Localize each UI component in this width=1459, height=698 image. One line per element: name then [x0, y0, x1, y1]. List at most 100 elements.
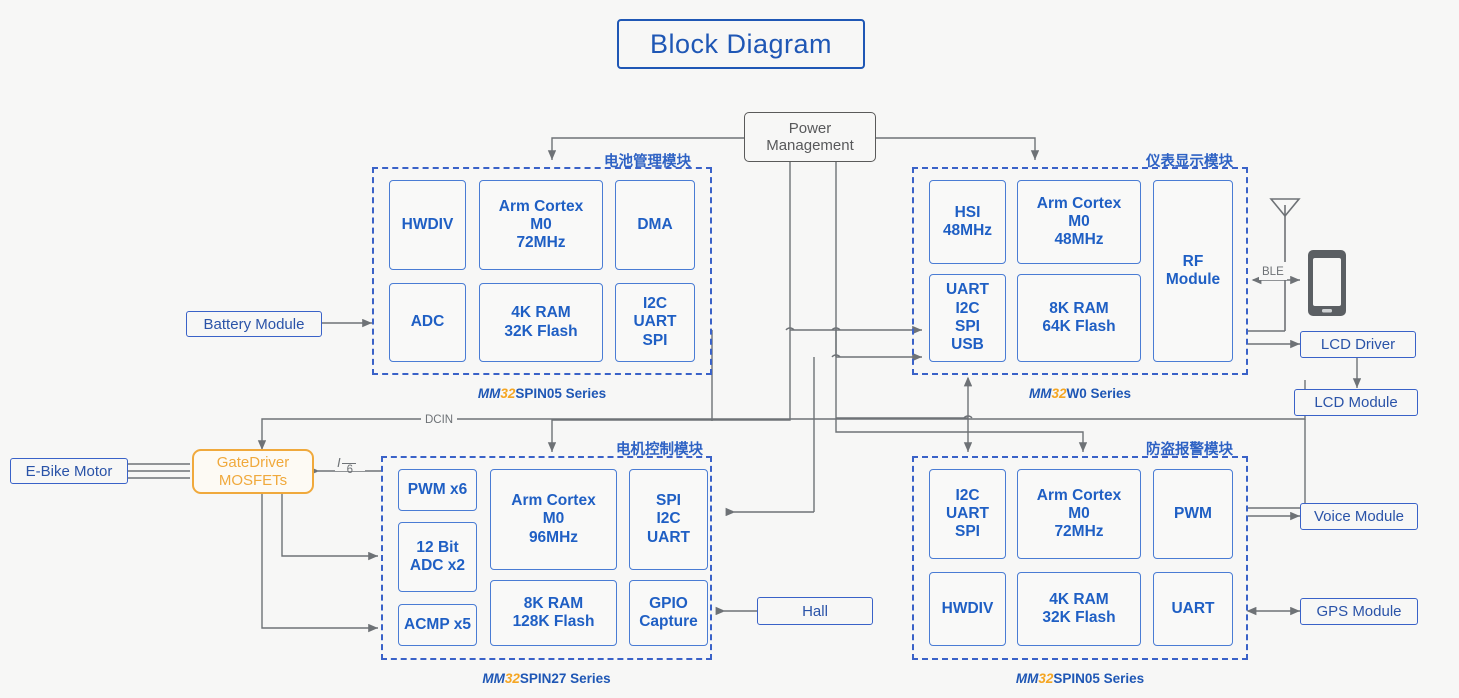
cell-line: SPI: [955, 523, 980, 541]
lcd-driver-box[interactable]: LCD Driver: [1300, 331, 1416, 358]
series-mm: MM: [482, 671, 505, 686]
lcd-module-label: LCD Module: [1314, 394, 1398, 411]
cell-adc-12bit-motor: 12 Bit ADC x2: [398, 522, 477, 592]
power-management-line2: Management: [766, 137, 854, 154]
cell-line: RF: [1182, 252, 1204, 270]
module-title-battery-management: 电池管理模块: [604, 154, 691, 170]
power-management-block: Power Management: [744, 112, 876, 162]
series-rest: SPIN05 Series: [515, 386, 607, 401]
gps-module-label: GPS Module: [1316, 603, 1402, 620]
cell-line: M0: [542, 510, 565, 528]
series-label-instrument-display: MM32W0 Series: [912, 386, 1248, 401]
cell-arm-cortex-antitheft: Arm Cortex M0 72MHz: [1017, 469, 1141, 559]
cell-line: M0: [530, 215, 552, 233]
cell-line: 96MHz: [528, 528, 579, 546]
series-rest: W0 Series: [1066, 386, 1132, 401]
cell-line: PWM: [1174, 504, 1212, 522]
series-rest: SPIN05 Series: [1053, 671, 1145, 686]
cell-gpio-capture-motor: GPIO Capture: [629, 580, 708, 646]
cell-line: USB: [951, 336, 984, 354]
cell-line: M0: [1068, 212, 1090, 230]
cell-pwm-antitheft: PWM: [1153, 469, 1233, 559]
cell-hwdiv-antitheft: HWDIV: [929, 572, 1006, 646]
module-title-anti-theft-alarm: 防盗报警模块: [1146, 442, 1233, 458]
ebike-motor-box[interactable]: E-Bike Motor: [10, 458, 128, 484]
cell-comms-battery: I2C UART SPI: [615, 283, 695, 362]
cell-comms-antitheft: I2C UART SPI: [929, 469, 1006, 559]
cell-line: GPIO: [649, 594, 688, 612]
cell-hwdiv-battery: HWDIV: [389, 180, 466, 270]
cell-arm-cortex-battery: Arm Cortex M0 72MHz: [479, 180, 603, 270]
cell-line: I2C: [955, 299, 980, 317]
hall-box[interactable]: Hall: [757, 597, 873, 625]
cell-line: SPI: [955, 318, 980, 335]
voice-module-box[interactable]: Voice Module: [1300, 503, 1418, 530]
series-mm: MM: [1015, 671, 1039, 686]
cell-line: Capture: [639, 613, 698, 630]
cell-line: Arm Cortex: [498, 197, 584, 215]
series-mm: MM: [1028, 386, 1052, 401]
ble-text: BLE: [1262, 266, 1284, 278]
cell-pwm-x6-motor: PWM x6: [398, 469, 477, 511]
cell-line: I2C: [656, 510, 681, 528]
series-32: 32: [1038, 671, 1054, 686]
cell-comms-motor: SPI I2C UART: [629, 469, 708, 570]
ble-label: BLE: [1259, 262, 1287, 280]
module-anti-theft-alarm: [912, 456, 1248, 660]
cell-acmp-x5-motor: ACMP x5: [398, 604, 477, 646]
cell-line: Arm Cortex: [511, 492, 596, 510]
cell-line: 72MHz: [516, 234, 566, 252]
cell-comms-instrument: UART I2C SPI USB: [929, 274, 1006, 362]
dcin-label: DCIN: [421, 410, 458, 428]
cell-dma-battery: DMA: [615, 180, 695, 270]
lcd-driver-label: LCD Driver: [1320, 336, 1396, 353]
battery-module-label: Battery Module: [203, 315, 305, 333]
cell-line: Module: [1165, 271, 1221, 288]
cell-line: UART: [945, 504, 990, 522]
cell-line: Arm Cortex: [1036, 194, 1122, 212]
series-rest: SPIN27 Series: [519, 671, 611, 686]
cell-line: ADC x2: [409, 557, 466, 574]
cell-line: 128K Flash: [512, 613, 595, 630]
cell-memory-antitheft: 4K RAM 32K Flash: [1017, 572, 1141, 646]
cell-memory-motor: 8K RAM 128K Flash: [490, 580, 617, 646]
series-label-battery-management: MM32SPIN05 Series: [372, 386, 712, 401]
gate-driver-mosfets-box[interactable]: GateDriver MOSFETs: [192, 449, 314, 494]
cell-line: 48MHz: [1054, 231, 1104, 249]
cell-line: UART: [633, 313, 677, 331]
series-label-anti-theft-alarm: MM32SPIN05 Series: [912, 671, 1248, 686]
current-symbol: I: [337, 455, 341, 470]
gps-module-box[interactable]: GPS Module: [1300, 598, 1418, 625]
module-battery-management: [372, 167, 712, 375]
gate-driver-line1: GateDriver: [216, 453, 290, 471]
cell-line: HWDIV: [401, 215, 454, 233]
series-32: 32: [1051, 386, 1067, 401]
cell-line: 32K Flash: [1042, 609, 1116, 626]
cell-line: I2C: [955, 486, 980, 504]
cell-line: 72MHz: [1054, 523, 1104, 541]
series-label-motor-control: MM32SPIN27 Series: [381, 671, 712, 686]
cell-line: SPI: [656, 492, 681, 510]
cell-line: ADC: [410, 313, 445, 331]
lcd-module-box[interactable]: LCD Module: [1294, 389, 1418, 416]
cell-line: UART: [945, 281, 990, 299]
series-mm: MM: [477, 386, 501, 401]
cell-adc-battery: ADC: [389, 283, 466, 362]
fraction-bar: [341, 463, 356, 464]
battery-module-box[interactable]: Battery Module: [186, 311, 322, 337]
cell-memory-instrument: 8K RAM 64K Flash: [1017, 274, 1141, 362]
power-management-line1: Power: [788, 119, 832, 137]
page-title: Block Diagram: [617, 19, 865, 69]
cell-arm-cortex-instrument: Arm Cortex M0 48MHz: [1017, 180, 1141, 264]
smartphone-icon: [1308, 250, 1346, 316]
voice-module-label: Voice Module: [1313, 508, 1405, 525]
cell-uart-antitheft: UART: [1153, 572, 1233, 646]
cell-line: Arm Cortex: [1036, 486, 1122, 504]
cell-line: 64K Flash: [1042, 318, 1116, 335]
cell-memory-battery: 4K RAM 32K Flash: [479, 283, 603, 362]
cell-line: UART: [1171, 599, 1215, 617]
gate-driver-line2: MOSFETs: [218, 471, 288, 489]
cell-line: HSI: [954, 203, 981, 221]
